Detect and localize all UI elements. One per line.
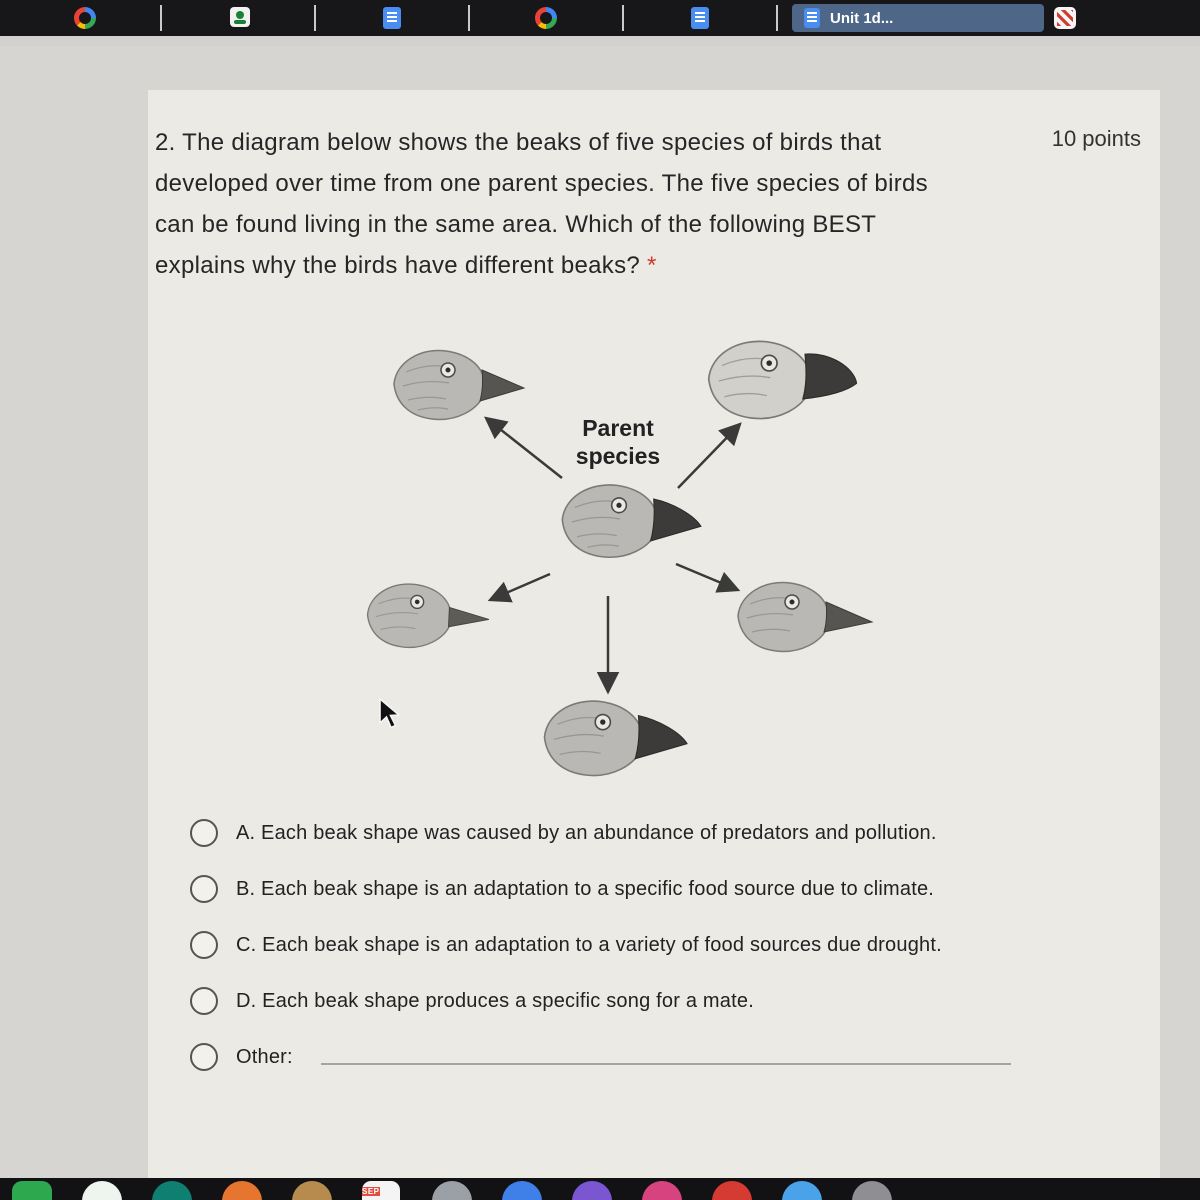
docs-favicon[interactable] <box>383 7 401 29</box>
question-line: explains why the birds have different be… <box>155 252 657 279</box>
answer-options: A. Each beak shape was caused by an abun… <box>190 819 1011 1100</box>
browser-tab-bar: Unit 1d... <box>0 0 1200 36</box>
option-row-a[interactable]: A. Each beak shape was caused by an abun… <box>190 819 1011 847</box>
calendar-month-badge: SEP <box>362 1187 380 1196</box>
tab-divider <box>160 5 162 31</box>
dock-icon-pink-app[interactable] <box>642 1181 682 1200</box>
option-row-d[interactable]: D. Each beak shape produces a specific s… <box>190 987 1011 1015</box>
question-line: developed over time from one parent spec… <box>155 170 928 197</box>
active-tab-unit-1d[interactable]: Unit 1d... <box>792 4 1044 32</box>
dock-icon-teal-app[interactable] <box>152 1181 192 1200</box>
tab-divider <box>468 5 470 31</box>
option-label-d: D. Each beak shape produces a specific s… <box>236 989 754 1012</box>
macos-dock: SEP <box>0 1178 1200 1200</box>
option-row-c[interactable]: C. Each beak shape is an adaptation to a… <box>190 931 1011 959</box>
arrow-to-right-bird <box>675 562 741 593</box>
dock-icon-calendar[interactable]: SEP <box>362 1181 400 1200</box>
bird-head-top-right <box>707 340 858 420</box>
question-text: 2. The diagram below shows the beaks of … <box>155 122 1035 286</box>
docs-favicon[interactable] <box>691 7 709 29</box>
app-favicon-red[interactable] <box>1054 7 1076 29</box>
required-asterisk: * <box>647 252 657 279</box>
classroom-favicon[interactable] <box>230 7 250 27</box>
dock-icon-blue-app[interactable] <box>502 1181 542 1200</box>
form-page-background: 2. The diagram below shows the beaks of … <box>0 46 1200 1180</box>
bird-head-parent <box>561 484 702 559</box>
bird-head-right <box>737 581 874 653</box>
other-text-input[interactable] <box>320 1063 1011 1065</box>
radio-button-b[interactable] <box>190 875 218 903</box>
tab-divider <box>622 5 624 31</box>
dock-icon-tan-app[interactable] <box>292 1181 332 1200</box>
dock-icon-purple-app[interactable] <box>572 1181 612 1200</box>
option-label-b: B. Each beak shape is an adaptation to a… <box>236 877 935 900</box>
radio-button-c[interactable] <box>190 931 218 959</box>
option-label-a: A. Each beak shape was caused by an abun… <box>236 821 937 844</box>
google-favicon[interactable] <box>74 7 96 29</box>
parent-species-label-line2: species <box>576 443 660 469</box>
dock-icon-silver-app[interactable] <box>852 1181 892 1200</box>
arrow-to-left-bird <box>487 572 551 603</box>
question-line: 2. The diagram below shows the beaks of … <box>155 129 882 156</box>
option-row-b[interactable]: B. Each beak shape is an adaptation to a… <box>190 875 1011 903</box>
dock-icon-gray-app[interactable] <box>432 1181 472 1200</box>
parent-species-label-line1: Parent <box>582 415 654 441</box>
tab-divider <box>776 5 778 31</box>
arrow-to-top-left-bird <box>484 416 563 479</box>
bird-head-left <box>366 583 490 649</box>
dock-icon-green-app[interactable] <box>12 1181 52 1200</box>
bird-beak-diagram: Parent species <box>366 340 874 777</box>
dock-icon-skyblue-app[interactable] <box>782 1181 822 1200</box>
mouse-cursor <box>379 698 402 729</box>
points-label: 10 points <box>1051 126 1141 151</box>
docs-favicon <box>804 8 820 28</box>
bird-head-top-left <box>393 349 526 421</box>
bird-head-bottom <box>543 700 688 777</box>
google-favicon[interactable] <box>535 7 557 29</box>
option-row-other[interactable]: Other: <box>190 1043 1011 1071</box>
browser-chrome-strip <box>0 36 1200 46</box>
radio-button-d[interactable] <box>190 987 218 1015</box>
active-tab-label: Unit 1d... <box>830 9 894 27</box>
dock-icon-white-app[interactable] <box>82 1181 122 1200</box>
radio-button-other[interactable] <box>190 1043 218 1071</box>
tab-divider <box>314 5 316 31</box>
question-card: 2. The diagram below shows the beaks of … <box>148 90 1160 1180</box>
option-label-other: Other: <box>236 1045 293 1068</box>
question-line: can be found living in the same area. Wh… <box>155 211 877 238</box>
dock-icon-orange-app[interactable] <box>222 1181 262 1200</box>
arrow-to-top-right-bird <box>677 422 742 489</box>
option-label-c: C. Each beak shape is an adaptation to a… <box>236 933 942 956</box>
dock-icon-red-app[interactable] <box>712 1181 752 1200</box>
radio-button-a[interactable] <box>190 819 218 847</box>
